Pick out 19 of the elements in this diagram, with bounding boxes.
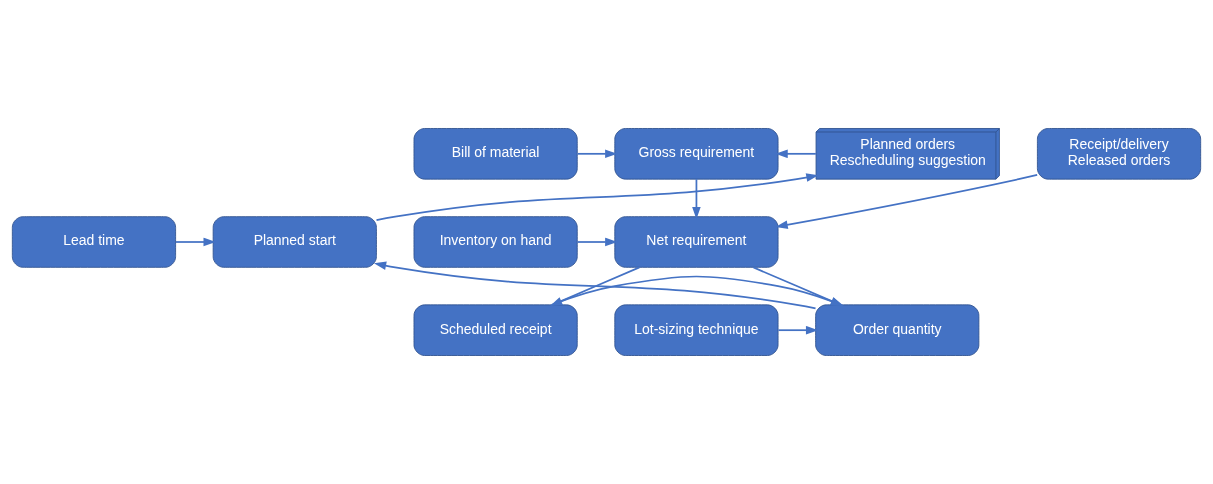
arrow [375, 173, 819, 222]
arrow [576, 149, 618, 159]
node-box: Receipt/delivery Released orders [1036, 128, 1202, 180]
node-box: Inventory on hand [413, 216, 578, 268]
arrow [692, 178, 701, 220]
node-box: Planned start [212, 216, 377, 268]
arrow [775, 149, 817, 159]
node-box: Lot-sizing technique [614, 304, 779, 356]
arrow [576, 237, 618, 247]
arrow [777, 325, 819, 335]
arrow [175, 237, 216, 247]
node-box: Order quantity [815, 304, 980, 356]
arrow [373, 261, 817, 310]
node-box: Net requirement [614, 216, 779, 268]
node-box: Scheduled receipt [413, 304, 578, 356]
node-box: Bill of material [413, 128, 578, 180]
node-box: Gross requirement [614, 128, 779, 180]
arrow [775, 174, 1039, 230]
node-box: Lead time [11, 216, 177, 268]
